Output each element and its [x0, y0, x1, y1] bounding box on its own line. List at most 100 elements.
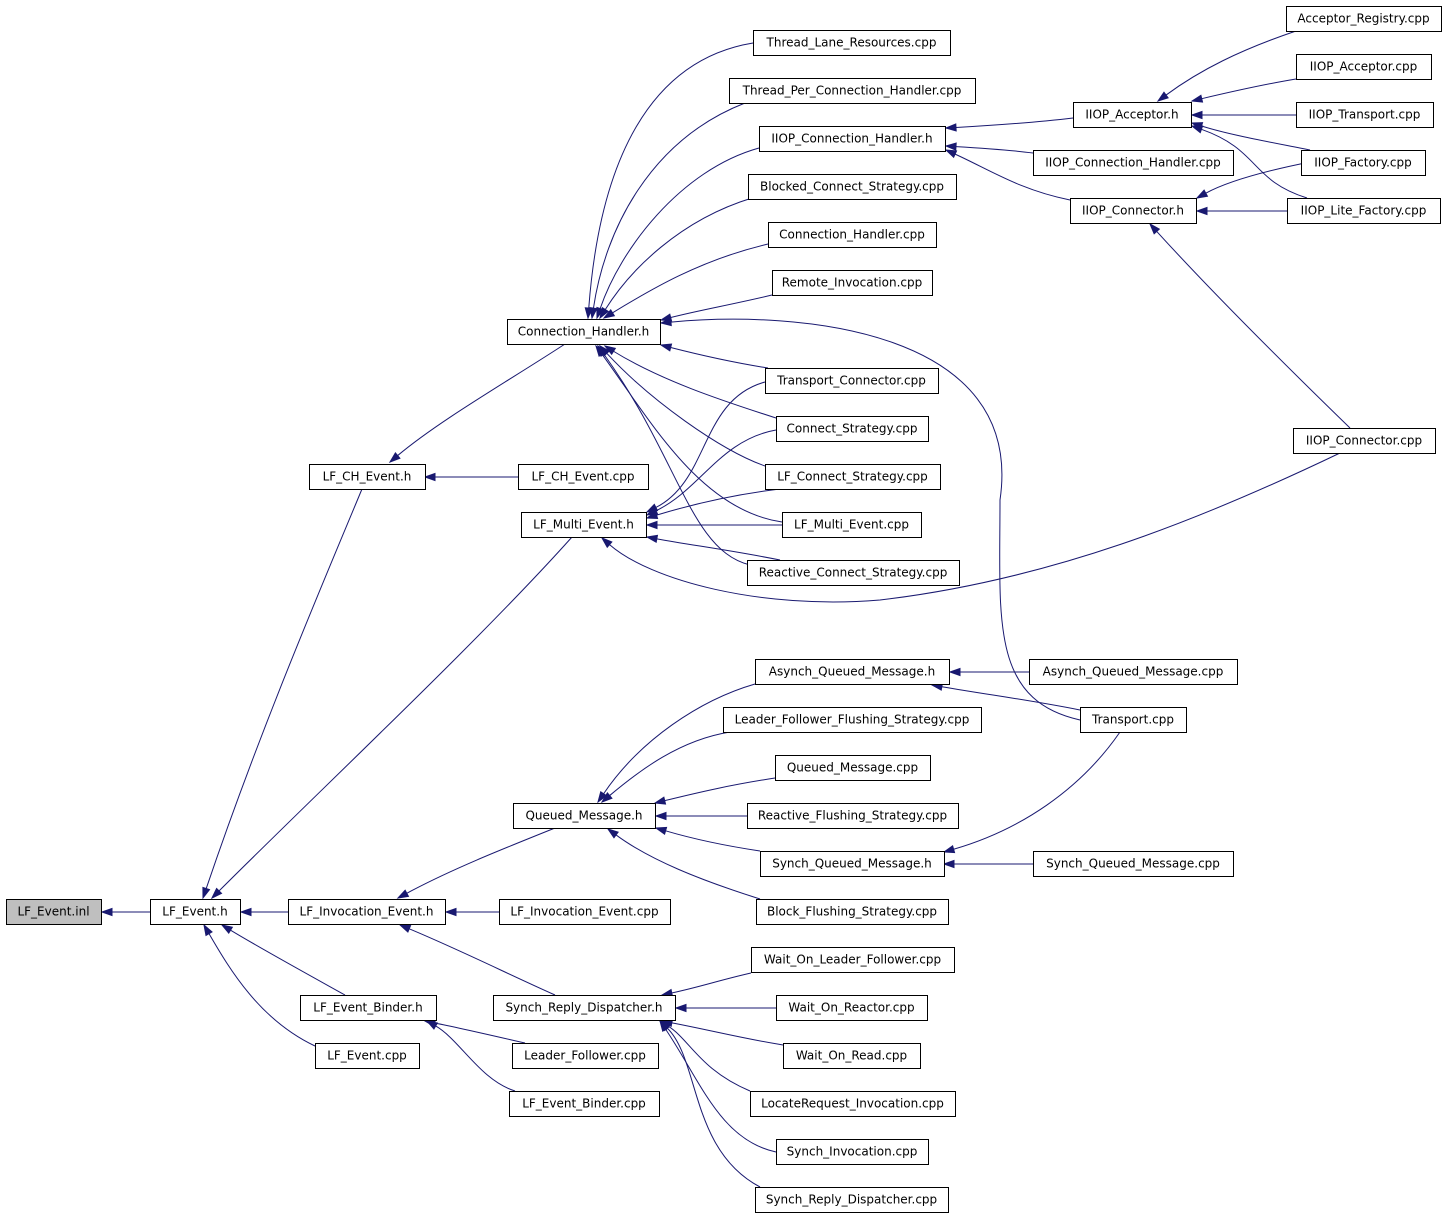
- edge-transport_cpp-to-connection_handler_h: [659, 317, 1081, 721]
- edge-line: [670, 294, 773, 319]
- node-iiop-connector-cpp[interactable]: IIOP_Connector.cpp: [1293, 428, 1436, 454]
- node-locaterequest-invocation-cpp[interactable]: LocateRequest_Invocation.cpp: [750, 1091, 956, 1117]
- node-blocked-connect-strategy-cpp[interactable]: Blocked_Connect_Strategy.cpp: [748, 174, 957, 200]
- node-thread-per-connection-handler-cpp[interactable]: Thread_Per_Connection_Handler.cpp: [729, 78, 976, 104]
- arrowhead-icon: [645, 510, 659, 519]
- node-label: LF_Multi_Event.h: [533, 518, 634, 532]
- node-label: LF_Connect_Strategy.cpp: [777, 470, 928, 484]
- node-iiop-factory-cpp[interactable]: IIOP_Factory.cpp: [1301, 150, 1426, 176]
- node-box: [493, 995, 676, 1021]
- node-box: [1033, 150, 1234, 176]
- node-label: IIOP_Connector.h: [1082, 204, 1184, 218]
- node-lf-connect-strategy-cpp[interactable]: LF_Connect_Strategy.cpp: [765, 464, 941, 490]
- node-reactive-connect-strategy-cpp[interactable]: Reactive_Connect_Strategy.cpp: [747, 560, 960, 586]
- edge-line: [655, 429, 777, 512]
- edge-line: [612, 243, 769, 314]
- edge-line: [665, 1028, 777, 1153]
- node-box: [507, 319, 661, 345]
- node-lf-ch-event-h[interactable]: LF_CH_Event.h: [309, 464, 426, 490]
- node-leader-follower-cpp[interactable]: Leader_Follower.cpp: [512, 1043, 659, 1069]
- node-lf-multi-event-h[interactable]: LF_Multi_Event.h: [521, 512, 647, 538]
- node-asynch-queued-message-h[interactable]: Asynch_Queued_Message.h: [755, 659, 950, 685]
- arrowhead-icon: [1190, 125, 1204, 134]
- edge-line: [670, 318, 1081, 721]
- node-remote-invocation-cpp[interactable]: Remote_Invocation.cpp: [772, 270, 933, 296]
- edge-line: [955, 117, 1074, 128]
- node-box: [753, 30, 951, 56]
- node-lf-event-binder-cpp[interactable]: LF_Event_Binder.cpp: [509, 1091, 660, 1117]
- node-synch-queued-message-cpp[interactable]: Synch_Queued_Message.cpp: [1033, 851, 1234, 877]
- node-iiop-connection-handler-cpp[interactable]: IIOP_Connection_Handler.cpp: [1033, 150, 1234, 176]
- node-transport-cpp[interactable]: Transport.cpp: [1080, 707, 1187, 733]
- node-leader-follower-flushing-strategy-cpp[interactable]: Leader_Follower_Flushing_Strategy.cpp: [723, 707, 982, 733]
- node-iiop-acceptor-cpp[interactable]: IIOP_Acceptor.cpp: [1296, 54, 1432, 80]
- node-lf-ch-event-cpp[interactable]: LF_CH_Event.cpp: [518, 464, 649, 490]
- node-connect-strategy-cpp[interactable]: Connect_Strategy.cpp: [776, 416, 929, 442]
- arrowhead-icon: [658, 1019, 671, 1032]
- edge-lf_invocation_event_h-to-lf_event_h: [239, 907, 288, 917]
- node-box: [1070, 198, 1197, 224]
- node-queued-message-h[interactable]: Queued_Message.h: [513, 803, 656, 829]
- node-block-flushing-strategy-cpp[interactable]: Block_Flushing_Strategy.cpp: [756, 899, 949, 925]
- node-label: LF_CH_Event.cpp: [531, 470, 634, 484]
- arrowhead-icon: [599, 306, 610, 320]
- arrowhead-icon: [597, 790, 608, 804]
- node-iiop-connection-handler-h[interactable]: IIOP_Connection_Handler.h: [759, 126, 946, 152]
- node-synch-queued-message-h[interactable]: Synch_Queued_Message.h: [760, 851, 945, 877]
- node-lf-event-binder-h[interactable]: LF_Event_Binder.h: [300, 995, 437, 1021]
- node-wait-on-leader-follower-cpp[interactable]: Wait_On_Leader_Follower.cpp: [751, 947, 955, 973]
- edge-lf_ch_event_cpp-to-lf_ch_event_h: [423, 472, 518, 482]
- node-acceptor-registry-cpp[interactable]: Acceptor_Registry.cpp: [1286, 6, 1442, 32]
- node-label: Wait_On_Reactor.cpp: [788, 1001, 914, 1015]
- node-iiop-acceptor-h[interactable]: IIOP_Acceptor.h: [1073, 102, 1192, 128]
- arrowhead-icon: [398, 924, 412, 933]
- node-synch-reply-dispatcher-h[interactable]: Synch_Reply_Dispatcher.h: [493, 995, 676, 1021]
- arrowhead-icon: [653, 796, 667, 805]
- node-synch-reply-dispatcher-cpp[interactable]: Synch_Reply_Dispatcher.cpp: [755, 1187, 949, 1213]
- node-label: Asynch_Queued_Message.cpp: [1043, 665, 1224, 679]
- node-label: Wait_On_Leader_Follower.cpp: [764, 953, 941, 967]
- node-thread-lane-resources-cpp[interactable]: Thread_Lane_Resources.cpp: [753, 30, 951, 56]
- node-label: IIOP_Connection_Handler.h: [771, 132, 932, 146]
- node-lf-event-h[interactable]: LF_Event.h: [150, 899, 241, 925]
- node-box: [755, 1187, 949, 1213]
- arrowhead-icon: [202, 886, 211, 900]
- edge-line: [205, 488, 363, 889]
- node-lf-multi-event-cpp[interactable]: LF_Multi_Event.cpp: [782, 512, 922, 538]
- node-label: Reactive_Flushing_Strategy.cpp: [758, 809, 947, 823]
- node-asynch-queued-message-cpp[interactable]: Asynch_Queued_Message.cpp: [1029, 659, 1238, 685]
- node-lf-event-inl[interactable]: LF_Event.inl: [6, 899, 102, 925]
- node-label: Leader_Follower_Flushing_Strategy.cpp: [735, 713, 970, 727]
- arrowhead-icon: [210, 887, 223, 900]
- node-iiop-lite-factory-cpp[interactable]: IIOP_Lite_Factory.cpp: [1287, 198, 1441, 224]
- node-synch-invocation-cpp[interactable]: Synch_Invocation.cpp: [776, 1139, 929, 1165]
- node-box: [782, 512, 922, 538]
- edge-wait_on_leader_follower_cpp-to-synch_reply_dispatcher_h: [660, 972, 752, 997]
- edge-locaterequest_invocation_cpp-to-synch_reply_dispatcher_h: [658, 1020, 751, 1092]
- node-iiop-connector-h[interactable]: IIOP_Connector.h: [1070, 198, 1197, 224]
- edge-queued_message_h-to-lf_invocation_event_h: [396, 827, 556, 899]
- arrowhead-icon: [100, 907, 113, 917]
- node-lf-event-cpp[interactable]: LF_Event.cpp: [315, 1043, 420, 1069]
- arrowhead-icon: [423, 472, 436, 482]
- node-box: [512, 1043, 659, 1069]
- edge-line: [435, 1025, 516, 1092]
- edge-lf_event_cpp-to-lf_event_h: [203, 923, 316, 1047]
- node-reactive-flushing-strategy-cpp[interactable]: Reactive_Flushing_Strategy.cpp: [747, 803, 959, 829]
- node-iiop-transport-cpp[interactable]: IIOP_Transport.cpp: [1296, 102, 1434, 128]
- node-wait-on-reactor-cpp[interactable]: Wait_On_Reactor.cpp: [776, 995, 928, 1021]
- node-wait-on-read-cpp[interactable]: Wait_On_Read.cpp: [783, 1043, 921, 1069]
- arrowhead-icon: [645, 520, 658, 530]
- node-queued-message-cpp[interactable]: Queued_Message.cpp: [775, 755, 931, 781]
- edge-line: [208, 933, 316, 1047]
- node-connection-handler-h[interactable]: Connection_Handler.h: [507, 319, 661, 345]
- edge-lf_invocation_event_cpp-to-lf_invocation_event_h: [444, 907, 499, 917]
- node-label: Reactive_Connect_Strategy.cpp: [759, 566, 948, 580]
- node-transport-connector-cpp[interactable]: Transport_Connector.cpp: [765, 368, 939, 394]
- node-label: Transport.cpp: [1091, 713, 1174, 727]
- node-lf-invocation-event-h[interactable]: LF_Invocation_Event.h: [288, 899, 446, 925]
- node-lf-invocation-event-cpp[interactable]: LF_Invocation_Event.cpp: [499, 899, 671, 925]
- edge-iiop_connection_handler_cpp-to-iiop_connection_handler_h: [944, 142, 1034, 154]
- node-connection-handler-cpp[interactable]: Connection_Handler.cpp: [768, 222, 937, 248]
- arrowhead-icon: [203, 923, 213, 937]
